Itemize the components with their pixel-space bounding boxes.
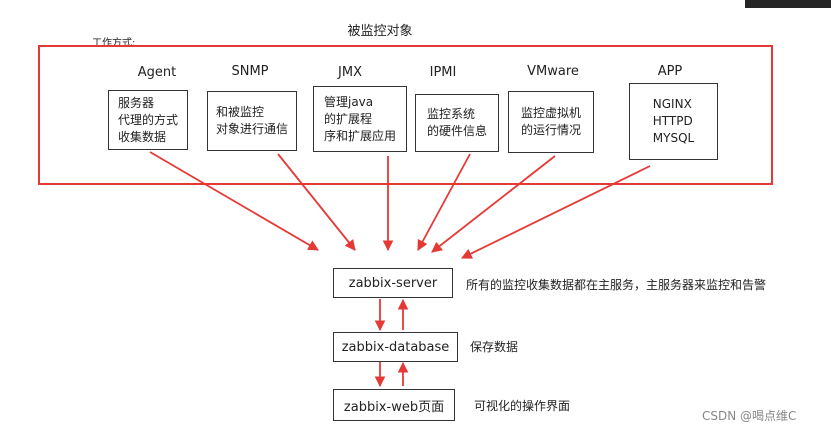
column-box-ipmi: 监控系统 的硬件信息 — [415, 94, 499, 152]
column-box-vmware: 监控虚拟机 的运行情况 — [508, 91, 594, 153]
csdn-watermark: CSDN @喝点维C — [702, 409, 797, 423]
column-box-snmp: 和被监控 对象进行通信 — [207, 91, 297, 151]
column-desc-app: NGINX HTTPD MYSQL — [652, 97, 695, 145]
diagram-title: 被监控对象 — [347, 24, 413, 39]
column-name-jmx: JMX — [338, 65, 362, 80]
work-mode-label: 工作方式: — [92, 38, 136, 49]
arrow-agent-to-server — [149, 151, 319, 251]
arrow-vmware-to-server — [431, 155, 556, 253]
zabbix-server-node: zabbix-server — [333, 268, 453, 298]
column-name-agent: Agent — [137, 65, 177, 80]
arrow-snmp-to-server — [277, 153, 356, 251]
column-desc-vmware: 监控虚拟机 的运行情况 — [520, 106, 581, 137]
arrow-app-to-server — [461, 165, 651, 259]
database-note: 保存数据 — [470, 340, 519, 354]
corner-dark-bar — [745, 0, 831, 8]
zabbix-web-node: zabbix-web页面 — [333, 389, 455, 421]
column-box-agent: 服务器 代理的方式 收集数据 — [108, 90, 188, 150]
column-name-vmware: VMware — [527, 64, 579, 79]
column-desc-snmp: 和被监控 对象进行通信 — [215, 105, 288, 136]
column-desc-ipmi: 监控系统 的硬件信息 — [426, 107, 487, 138]
arrow-ipmi-to-server — [417, 153, 471, 251]
column-box-jmx: 管理java 的扩展程 序和扩展应用 — [313, 86, 407, 152]
column-desc-agent: 服务器 代理的方式 收集数据 — [117, 95, 178, 144]
zabbix-database-node: zabbix-database — [333, 332, 458, 362]
zabbix-database-label: zabbix-database — [341, 339, 450, 355]
zabbix-web-label: zabbix-web页面 — [343, 399, 445, 415]
column-name-ipmi: IPMI — [429, 65, 457, 80]
monitored-objects-frame — [38, 45, 773, 185]
server-note: 所有的监控收集数据都在主服务，主服务器来监控和告警 — [466, 278, 767, 292]
web-note: 可视化的操作界面 — [474, 399, 571, 413]
zabbix-server-label: zabbix-server — [348, 275, 438, 291]
column-name-snmp: SNMP — [231, 64, 269, 79]
column-name-app: APP — [657, 64, 683, 79]
column-desc-jmx: 管理java 的扩展程 序和扩展应用 — [323, 94, 396, 143]
column-box-app: NGINX HTTPD MYSQL — [629, 83, 718, 160]
